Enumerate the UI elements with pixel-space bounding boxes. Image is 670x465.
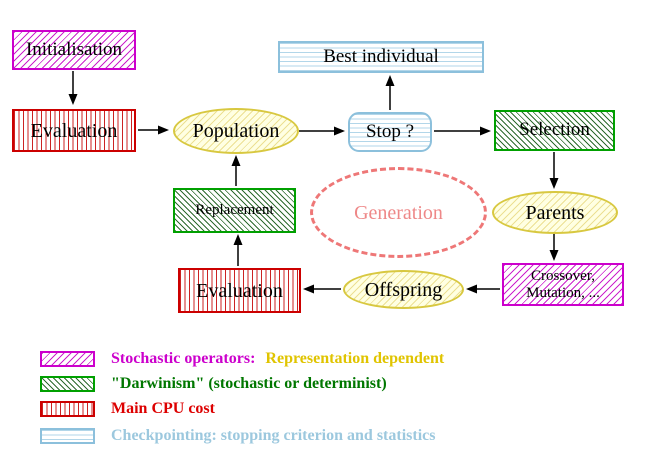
legend-swatch-cyan-stripes [40,428,95,444]
node-initialisation: Initialisation [12,30,136,70]
crossover-label-line2: Mutation, ... [526,284,600,301]
node-selection: Selection [494,110,615,151]
node-offspring: Offspring [343,270,464,309]
legend-row-darwinism: "Darwinism" (stochastic or determinist) [40,375,387,393]
legend-row-stochastic-operators: Stochastic operators: Representation dep… [40,350,444,368]
node-population: Population [173,108,299,154]
generation-loop-ellipse: Generation [310,167,487,258]
legend-label-main-cpu-cost: Main CPU cost [111,400,215,417]
crossover-label-line1: Crossover, [531,268,595,284]
node-crossover-mutation: Crossover, Mutation, ... [502,263,624,306]
legend-swatch-green-hatch [40,376,95,392]
legend-label-stochastic-operators: Stochastic operators: [111,350,256,367]
node-evaluation-bottom: Evaluation [178,268,301,313]
legend-label-darwinism: "Darwinism" (stochastic or determinist) [111,375,387,392]
legend-label-representation-dependent: Representation dependent [265,350,445,367]
legend-row-checkpointing: Checkpointing: stopping criterion and st… [40,427,435,445]
node-best-individual: Best individual [278,41,484,73]
node-parents: Parents [492,191,618,234]
node-replacement: Replacement [173,188,296,233]
legend-swatch-red-stripes [40,401,95,417]
legend-label-checkpointing: Checkpointing: stopping criterion and st… [111,427,436,444]
node-evaluation-top: Evaluation [12,109,136,152]
legend-swatch-magenta-hatch [40,351,95,367]
node-stop: Stop ? [348,112,432,152]
legend-row-main-cpu-cost: Main CPU cost [40,400,215,418]
